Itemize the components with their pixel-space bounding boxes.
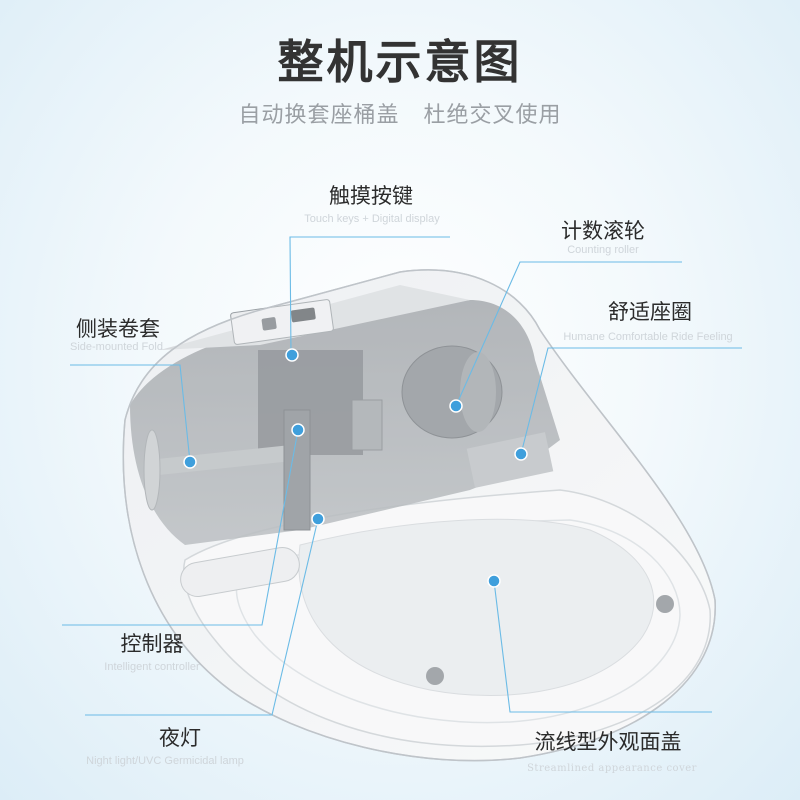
touch-keys-dot [285, 348, 299, 362]
comfort-ring-leader [520, 347, 742, 455]
controller-leader [62, 429, 299, 626]
bumper-bottom [426, 667, 444, 685]
night-light-label: 夜灯 [159, 726, 201, 750]
touch-keys-leader [289, 236, 450, 356]
counting-roller-label: 计数滚轮 [561, 219, 645, 243]
bumper-right [656, 595, 674, 613]
gear-part [351, 399, 383, 451]
page-title: 整机示意图 [277, 35, 523, 89]
cover-leader [493, 580, 712, 713]
hinge-cylinder [180, 547, 300, 597]
controller-label: 控制器 [120, 632, 184, 656]
page-subtitle: 自动换套座桶盖 杜绝交叉使用 [238, 103, 562, 128]
lid-overlay [122, 269, 716, 762]
night-light-dot [311, 512, 325, 526]
side-fold-label: 侧装卷套 [76, 317, 160, 341]
cover-dot [487, 574, 501, 588]
touch-keys-sublabel: Touch keys + Digital display [304, 213, 440, 225]
counting-roller-sublabel: Counting roller [567, 244, 639, 256]
side-fold-leader [70, 364, 191, 463]
comfort-ring-label: 舒适座圈 [608, 300, 692, 324]
side-fold-sublabel: Side-mounted Fold [70, 341, 163, 353]
comfort-ring-sublabel: Humane Comfortable Ride Feeling [563, 331, 733, 343]
comfort-ring-dot [514, 447, 528, 461]
cover-label: 流线型外观面盖 [534, 730, 682, 754]
controller-sublabel: Intelligent controller [104, 661, 200, 673]
night-light-sublabel: Night light/UVC Germicidal lamp [86, 755, 244, 767]
motor-face [460, 352, 496, 432]
side-roll-end [143, 429, 161, 511]
night-light-leader [85, 518, 319, 716]
counting-roller-dot [449, 399, 463, 413]
counting-roller-leader [455, 261, 682, 407]
ring-latch [466, 432, 554, 488]
cover-sublabel: Streamlined appearance cover [527, 763, 697, 774]
side-fold-dot [183, 455, 197, 469]
controller-dot [291, 423, 305, 437]
seat-opening [298, 518, 655, 697]
touch-keys-label: 触摸按键 [329, 184, 413, 208]
